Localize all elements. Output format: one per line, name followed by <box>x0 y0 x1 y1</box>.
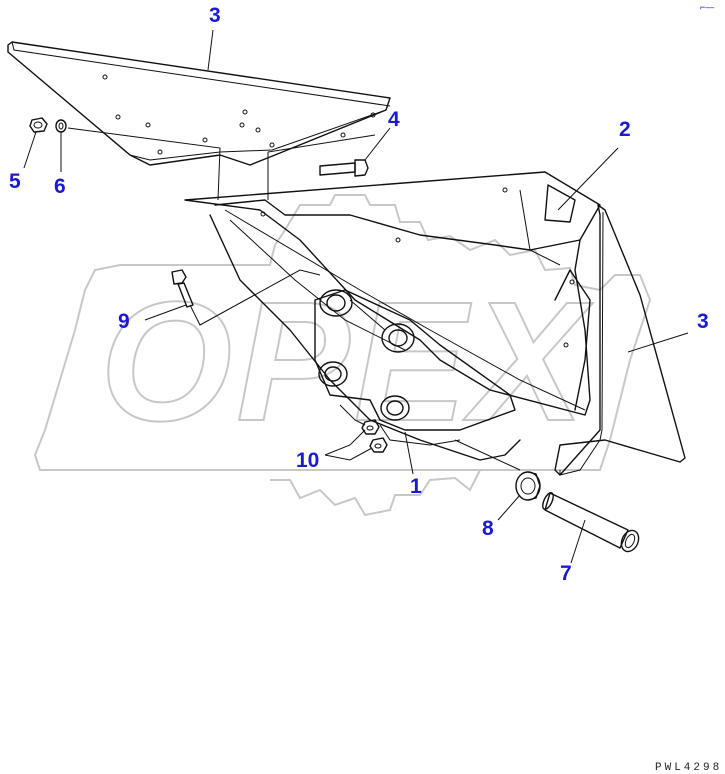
callout-7: 7 <box>560 562 572 585</box>
watermark-logo: OPEX <box>33 194 652 517</box>
washer-part-6 <box>55 119 67 133</box>
nut-part-10 <box>361 419 388 453</box>
watermark-text: OPEX <box>100 267 593 457</box>
bucket-body <box>184 171 601 461</box>
corner-mark: ⌐— <box>700 2 714 12</box>
callout-3-top: 3 <box>209 4 221 27</box>
bolt-part-9 <box>171 269 194 308</box>
callout-9: 9 <box>118 310 130 333</box>
callout-6: 6 <box>54 175 66 198</box>
callout-1: 1 <box>410 475 422 498</box>
callout-labels: 3 4 5 6 2 3 9 10 1 8 7 <box>9 4 709 585</box>
callout-10: 10 <box>296 449 319 472</box>
callout-4: 4 <box>388 108 400 131</box>
nut-part-5 <box>29 117 48 133</box>
callout-8: 8 <box>482 517 494 540</box>
cover-plate-side <box>554 204 686 476</box>
bolt-part-4 <box>319 159 369 177</box>
bushing-part-8 <box>515 471 541 501</box>
cover-plate-top <box>7 41 391 166</box>
bracket <box>314 289 516 446</box>
callout-5: 5 <box>9 170 21 193</box>
drawing-code: PWL4298 <box>655 762 722 774</box>
pin-part-7 <box>542 491 640 553</box>
callout-2: 2 <box>619 118 631 141</box>
callout-3-side: 3 <box>697 310 709 333</box>
leader-lines <box>23 29 689 564</box>
